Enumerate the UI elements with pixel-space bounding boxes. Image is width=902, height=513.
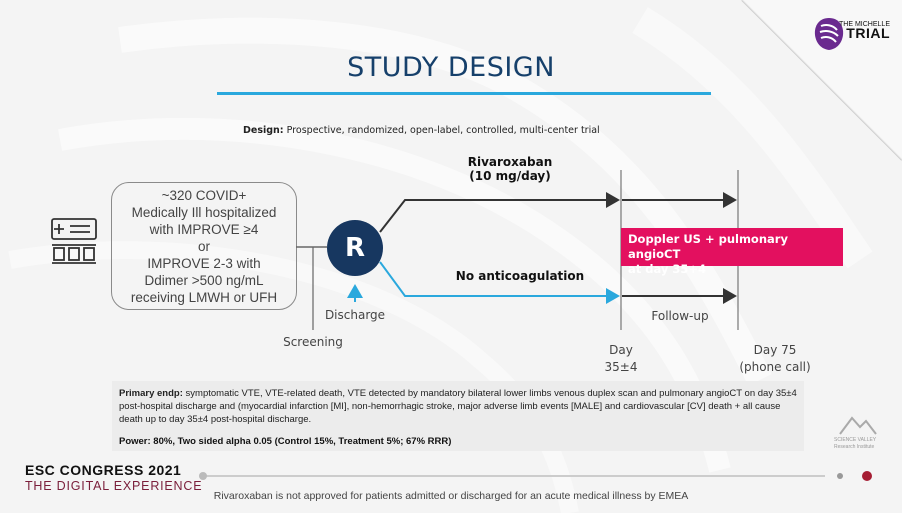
progress-dot (837, 473, 843, 479)
population-line: or (197, 238, 210, 254)
day35-label: Day 35±4 (600, 342, 642, 376)
discharge-label: Discharge (324, 308, 386, 322)
partner-logo-text: SCIENCE VALLEY Research Institute (834, 437, 876, 451)
assessment-line2: at day 35+4 (628, 262, 707, 276)
design-description: Design: Prospective, randomized, open-la… (243, 125, 600, 136)
power-statement: Power: 80%, Two sided alpha 0.05 (Contro… (119, 436, 452, 447)
michelle-trial-logo-icon (814, 18, 844, 50)
treatment-arm-drug: Rivaroxaban (467, 155, 553, 169)
primary-endpoint-body: symptomatic VTE, VTE-related death, VTE … (119, 388, 797, 425)
day75-label: Day 75 (phone call) (735, 342, 815, 376)
randomization-circle: R (327, 220, 383, 276)
congress-title: ESC CONGRESS 2021 (25, 462, 182, 478)
trial-logo-big: TRIAL (846, 25, 890, 41)
treatment-arm-arrow (379, 192, 620, 233)
footer-disclaimer: Rivaroxaban is not approved for patients… (213, 490, 689, 502)
progress-current-dot (862, 471, 872, 481)
trial-logo-text: THE MICHELLE TRIAL (839, 20, 890, 41)
day35-line2: 35±4 (604, 360, 638, 374)
mountain-logo-icon (839, 416, 877, 435)
population-line: receiving LMWH or UFH (130, 289, 278, 305)
slide-title: STUDY DESIGN (347, 52, 555, 83)
population-line: with IMPROVE ≥4 (149, 221, 259, 237)
population-line: ~320 COVID+ (161, 187, 247, 203)
design-label: Design: (243, 125, 284, 136)
screening-label: Screening (283, 335, 343, 349)
followup-label: Follow-up (651, 309, 709, 323)
progress-start-dot (199, 472, 207, 480)
treatment-arm-dose: (10 mg/day) (469, 169, 551, 183)
day75-line1: Day 75 (753, 343, 797, 357)
population-line: IMPROVE 2-3 with (147, 255, 261, 271)
assessment-box: Doppler US + pulmonary angioCT at day 35… (621, 228, 843, 276)
control-arm-label: No anticoagulation (455, 269, 585, 283)
primary-endpoint-label: Primary endp: (119, 388, 183, 399)
partner-logo-line2: Research Institute (834, 444, 875, 450)
hospital-ward-icon (51, 218, 97, 264)
population-box: ~320 COVID+ Medically Ill hospitalized w… (111, 182, 297, 310)
primary-endpoint-text: Primary endp: symptomatic VTE, VTE-relat… (119, 387, 799, 426)
day75-line2: (phone call) (739, 360, 811, 374)
title-underline (217, 92, 711, 95)
population-line: Medically Ill hospitalized (131, 204, 277, 220)
day35-line1: Day (609, 343, 633, 357)
endpoint-panel (112, 381, 804, 451)
control-arm-arrow (379, 261, 620, 304)
treatment-arm-label: Rivaroxaban (10 mg/day) (440, 155, 580, 183)
population-line: Ddimer >500 ng/mL (144, 272, 264, 288)
design-text: Prospective, randomized, open-label, con… (286, 125, 600, 136)
partner-logo-line1: SCIENCE VALLEY (834, 437, 877, 443)
assessment-line1: Doppler US + pulmonary angioCT (628, 232, 788, 261)
congress-subtitle: THE DIGITAL EXPERIENCE (25, 479, 203, 493)
trial-logo-small: THE MICHELLE (839, 21, 890, 28)
